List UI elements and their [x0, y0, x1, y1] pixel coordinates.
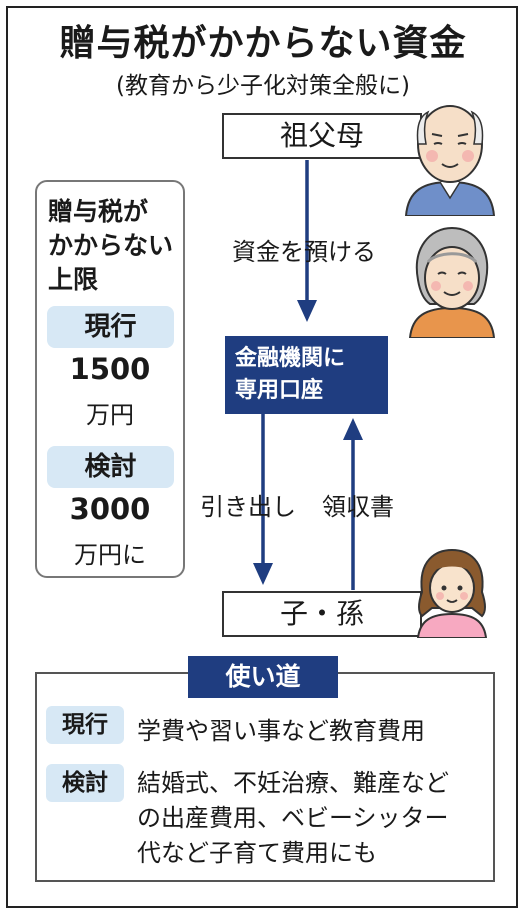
figure-subtitle: (教育から少子化対策全般に)	[116, 73, 410, 99]
figure-title: 贈与税がかからない資金	[59, 23, 467, 64]
bank-line-2: 専用口座	[235, 378, 324, 403]
grandfather-icon	[404, 105, 496, 216]
bank-line-1: 金融機関に	[235, 346, 346, 371]
limit-title-line-3: 上限	[48, 265, 99, 294]
grandmother-icon	[408, 226, 496, 338]
receipt-label: 領収書	[322, 493, 394, 521]
limit-box	[35, 180, 185, 578]
bank-account-node: 金融機関に 専用口座	[225, 336, 388, 414]
arrowhead-to-bank-receipt	[343, 418, 363, 440]
limit-title: 贈与税が かからない 上限	[48, 195, 178, 297]
limit-current-amount: 1500	[69, 352, 151, 386]
uses-review-line-2: の出産費用、ベビーシッター	[137, 804, 449, 832]
uses-review-text: 結婚式、不妊治療、難産など の出産費用、ベビーシッター 代など子育て費用にも	[137, 766, 482, 871]
uses-review-tag: 検討	[46, 764, 124, 802]
uses-review-line-3: 代など子育て費用にも	[137, 839, 377, 867]
limit-title-line-1: 贈与税が	[48, 197, 149, 226]
uses-current-tag: 現行	[46, 706, 124, 744]
limit-review-tag: 検討	[47, 446, 174, 488]
limit-current-unit: 万円	[86, 401, 134, 429]
arrowhead-to-child	[253, 563, 273, 585]
uses-review-line-1: 結婚式、不妊治療、難産など	[137, 769, 449, 797]
limit-current-tag: 現行	[47, 306, 174, 348]
child-grandchild-node: 子・孫	[222, 591, 422, 637]
limit-title-line-2: かからない	[48, 231, 174, 260]
uses-title: 使い道	[188, 656, 338, 698]
uses-current-text: 学費や習い事など教育費用	[137, 717, 425, 745]
limit-review-unit: 万円に	[74, 541, 146, 569]
arrowhead-to-bank	[297, 300, 317, 322]
withdraw-label: 引き出し	[200, 493, 296, 521]
deposit-label: 資金を預ける	[232, 238, 376, 266]
limit-review-amount: 3000	[69, 492, 151, 526]
child-icon	[416, 548, 488, 638]
grandparents-node: 祖父母	[222, 113, 422, 159]
